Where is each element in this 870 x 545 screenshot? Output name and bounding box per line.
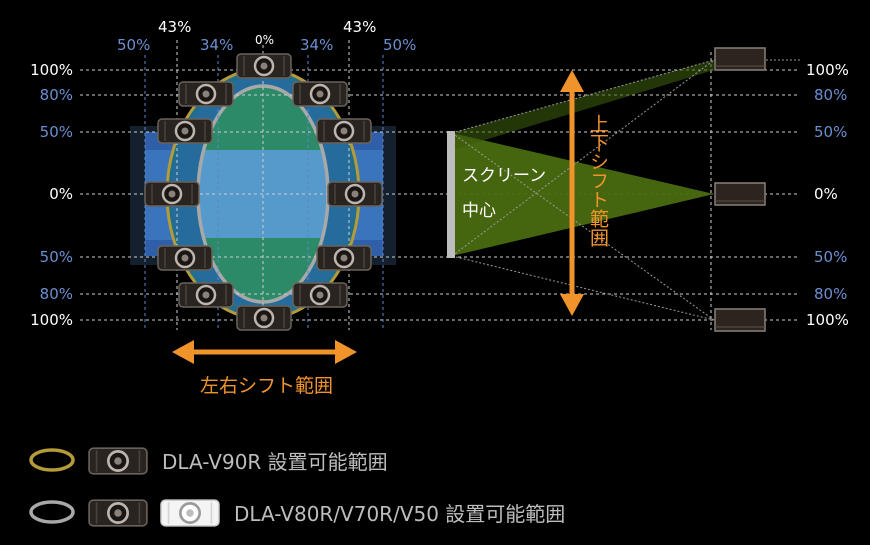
legend-item-v90r: DLA-V90R 設置可能範囲	[28, 440, 388, 480]
projector-icon	[178, 81, 234, 107]
svg-text:80%: 80%	[40, 285, 73, 303]
legend-text-v90r: DLA-V90R 設置可能範囲	[162, 449, 388, 474]
svg-text:80%: 80%	[814, 86, 847, 104]
svg-text:43%: 43%	[158, 18, 191, 36]
projector-dark-icon	[88, 499, 148, 527]
svg-text:50%: 50%	[814, 248, 847, 266]
svg-text:50%: 50%	[117, 36, 150, 54]
svg-text:80%: 80%	[40, 86, 73, 104]
legend-text-v80r: DLA-V80R/V70R/V50 設置可能範囲	[234, 501, 566, 526]
projector-icon	[236, 53, 292, 79]
svg-text:中心: 中心	[462, 201, 496, 221]
gray-ring-icon	[29, 500, 75, 524]
projection-beam	[452, 133, 714, 256]
projector-icon	[157, 245, 213, 271]
projector-icon	[292, 81, 348, 107]
svg-text:100%: 100%	[806, 311, 849, 329]
projector-icon	[327, 181, 383, 207]
gold-ring-icon	[29, 448, 75, 472]
projector-top-icon	[714, 47, 766, 71]
svg-text:0%: 0%	[814, 185, 838, 203]
projector-icon	[316, 118, 372, 144]
projector-center-icon	[714, 182, 766, 206]
svg-text:50%: 50%	[40, 123, 73, 141]
svg-text:50%: 50%	[383, 36, 416, 54]
screen-center-label: スクリーン 中心	[462, 166, 546, 221]
vertical-shift-arrow	[560, 70, 584, 316]
projector-dark-icon	[88, 447, 148, 475]
projector-icon	[157, 118, 213, 144]
horizontal-shift-label: 左右シフト範囲	[200, 375, 333, 397]
right-axis-labels: 100% 80% 50% 0% 50% 80% 100%	[806, 61, 849, 329]
svg-text:0%: 0%	[49, 185, 73, 203]
projector-icon	[236, 305, 292, 331]
projector-icon	[178, 282, 234, 308]
projector-white-icon	[160, 499, 220, 527]
svg-text:34%: 34%	[300, 36, 333, 54]
projector-bottom-icon	[714, 308, 766, 332]
left-axis-labels: 100% 80% 50% 0% 50% 80% 100%	[30, 61, 73, 329]
projector-icon	[292, 282, 348, 308]
top-labels: 50% 43% 34% 0% 34% 43% 50%	[117, 18, 416, 54]
vertical-shift-label: 上下シフト範囲	[587, 114, 609, 247]
beam-guides	[451, 59, 800, 321]
svg-text:50%: 50%	[814, 123, 847, 141]
legend-item-v80r: DLA-V80R/V70R/V50 設置可能範囲	[28, 492, 565, 532]
svg-text:80%: 80%	[814, 285, 847, 303]
svg-text:100%: 100%	[30, 61, 73, 79]
svg-text:50%: 50%	[40, 248, 73, 266]
screen	[447, 131, 455, 258]
svg-text:100%: 100%	[806, 61, 849, 79]
projector-icon	[144, 181, 200, 207]
svg-text:100%: 100%	[30, 311, 73, 329]
horizontal-shift-arrow	[172, 340, 357, 364]
svg-text:34%: 34%	[200, 36, 233, 54]
svg-text:スクリーン: スクリーン	[462, 166, 546, 186]
svg-text:43%: 43%	[343, 18, 376, 36]
projector-icon	[316, 245, 372, 271]
svg-text:0%: 0%	[255, 33, 274, 47]
